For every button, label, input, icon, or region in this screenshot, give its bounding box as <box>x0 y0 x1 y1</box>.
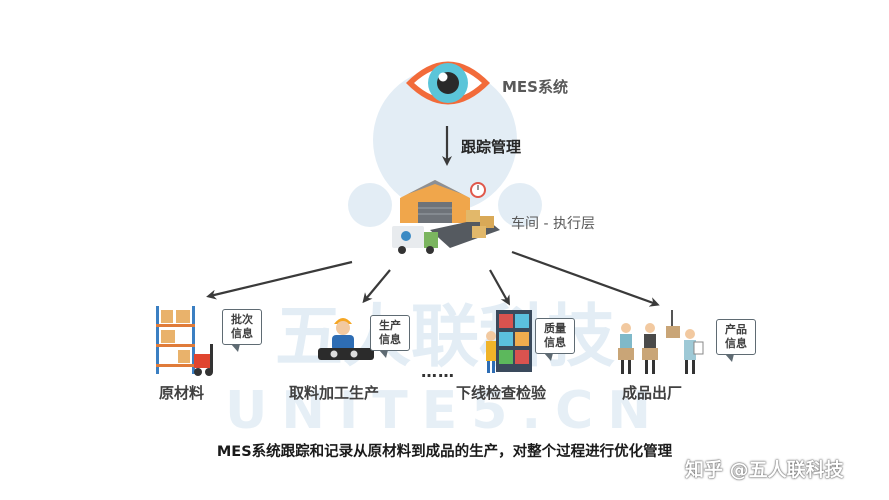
watermark-url-text: UNITE5.CN <box>225 381 665 441</box>
stage-bubble-batch-info: 批次信息 <box>222 309 262 352</box>
stage-bubble-product-info: 产品信息 <box>716 319 756 362</box>
eye-icon <box>406 61 490 105</box>
finished-goods-illustration <box>618 310 704 374</box>
tracking-label: 跟踪管理 <box>461 138 522 156</box>
stage-label-processing: 取料加工生产 <box>289 384 380 402</box>
mes-system-label: MES系统 <box>502 78 568 96</box>
inspector-icon <box>486 331 496 341</box>
conveyor-icon <box>318 348 374 360</box>
raw-material-rack-illustration <box>156 306 213 376</box>
arrow-to-processing <box>362 269 391 304</box>
stage-label-raw-material: 原材料 <box>159 384 205 402</box>
forklift-icon <box>194 354 212 368</box>
stage-label-inspection: 下线检查检验 <box>456 384 547 402</box>
processing-worker-illustration <box>318 318 374 360</box>
watermark-mascot-hand-right <box>498 183 542 227</box>
stage-label-finished-goods: 成品出厂 <box>622 384 683 402</box>
zhihu-watermark: 知乎 @五人联科技 <box>685 459 844 481</box>
arrow-to-raw-material <box>206 260 353 300</box>
watermark-mascot-hand-left <box>348 183 392 227</box>
stage-bubble-quality-info: 质量信息 <box>535 318 575 361</box>
watermark-mascot-head <box>373 68 517 212</box>
inspection-shelf-illustration <box>486 310 532 373</box>
diagram-caption: MES系统跟踪和记录从原材料到成品的生产，对整个过程进行优化管理 <box>216 444 673 460</box>
clipboard-icon <box>693 341 704 355</box>
workshop-label: 车间 - 执行层 <box>511 216 595 232</box>
stage-bubble-production-info: 生产信息 <box>370 315 410 358</box>
workshop-illustration <box>392 180 500 254</box>
box-icon <box>466 210 480 222</box>
warehouse-icon <box>400 180 470 223</box>
ellipsis: …… <box>421 362 455 381</box>
arrow-to-inspection <box>489 269 510 306</box>
crate-icon <box>618 348 634 360</box>
arrow-to-finished <box>511 250 660 307</box>
